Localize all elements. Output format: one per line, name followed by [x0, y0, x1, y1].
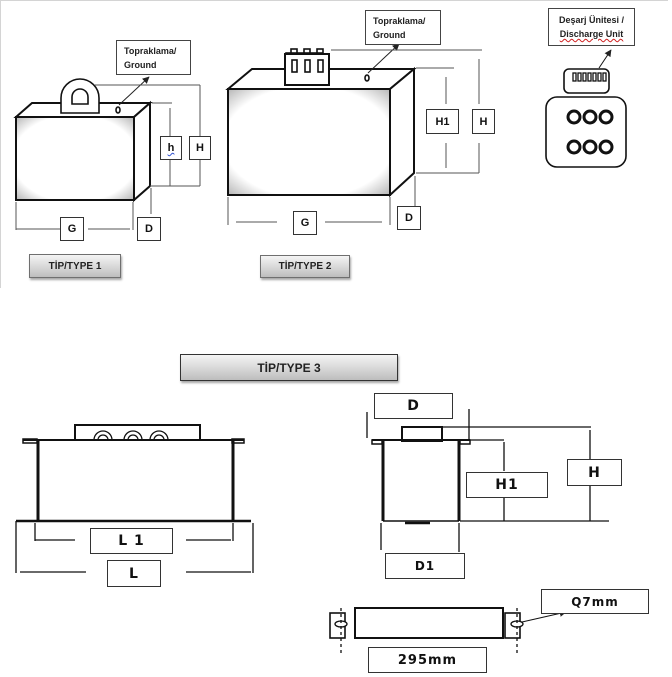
- type3-side-view: [366, 409, 609, 552]
- top-panel-frame: [0, 0, 668, 288]
- terminal-ring-icons: [93, 430, 169, 441]
- type1-drawing: [13, 76, 201, 230]
- ground-terminal-icon: [115, 106, 121, 114]
- terminal-ring-icons: [566, 109, 614, 155]
- type1-side-face: [133, 100, 151, 203]
- dim-label-H1: H1: [466, 472, 548, 498]
- ground-note-line1: Topraklama/: [124, 46, 177, 56]
- dim-label-D: D: [137, 217, 161, 241]
- terminal-block-icon: [284, 48, 330, 86]
- dim-label-H1: H1: [426, 109, 459, 134]
- connector-pins-icon: [572, 72, 607, 82]
- type2-title: TİP/TYPE 2: [260, 255, 350, 278]
- lifting-eye-icon: [60, 78, 100, 114]
- dim-label-hole-diameter: Q7mm: [541, 589, 649, 614]
- discharge-note-line2: Discharge Unit: [559, 29, 624, 39]
- dim-label-H: H: [472, 109, 495, 134]
- ground-arrow: [367, 43, 400, 74]
- discharge-body: [545, 96, 627, 168]
- type3-top-cap: [401, 426, 443, 442]
- type3-front-dimension-lines: [15, 521, 254, 573]
- dim-label-h: h: [160, 136, 182, 160]
- hole-centerlines: [340, 608, 518, 656]
- discharge-arrow: [598, 49, 612, 69]
- type1-title: TİP/TYPE 1: [29, 254, 121, 278]
- dim-label-H: H: [567, 459, 622, 486]
- type2-drawing: [225, 43, 482, 225]
- mounting-rail-drawing: [329, 607, 567, 656]
- rail-body: [354, 607, 504, 639]
- type3-side-dimension-lines: [366, 409, 609, 552]
- dim-label-G: G: [293, 211, 317, 235]
- dim-label-L: L: [107, 560, 161, 587]
- ground-note-line2: Ground: [373, 30, 406, 40]
- type2-side-face: [389, 66, 415, 198]
- dim-label-L1: L 1: [90, 528, 173, 554]
- type2-dimension-lines: [227, 49, 482, 225]
- type1-dimension-lines: [15, 84, 201, 230]
- discharge-note-line1: Deşarj Ünitesi /: [558, 15, 625, 25]
- type3-title: TİP/TYPE 3: [180, 354, 398, 381]
- type2-box: [225, 66, 417, 198]
- discharge-unit-drawing: [545, 49, 627, 168]
- type2-ground-note: Topraklama/ Ground: [365, 10, 441, 45]
- type1-box: [13, 100, 153, 203]
- dim-label-D: D: [374, 393, 453, 419]
- dim-label-G: G: [60, 217, 84, 241]
- discharge-unit-note: Deşarj Ünitesi / Discharge Unit: [548, 8, 635, 46]
- type2-front-face: [227, 88, 391, 196]
- dim-label-H: H: [189, 136, 211, 160]
- type1-ground-note: Topraklama/ Ground: [116, 40, 191, 75]
- ground-arrow: [118, 76, 150, 106]
- dim-label-D1: D1: [385, 553, 465, 579]
- type1-front-face: [15, 116, 135, 201]
- ground-note-line1: Topraklama/: [373, 16, 426, 26]
- ground-note-line2: Ground: [124, 60, 157, 70]
- dim-label-hole-spacing: 295mm: [368, 647, 487, 673]
- dim-label-D: D: [397, 206, 421, 230]
- type3-front-view: [15, 424, 254, 573]
- ground-terminal-icon: [364, 74, 370, 82]
